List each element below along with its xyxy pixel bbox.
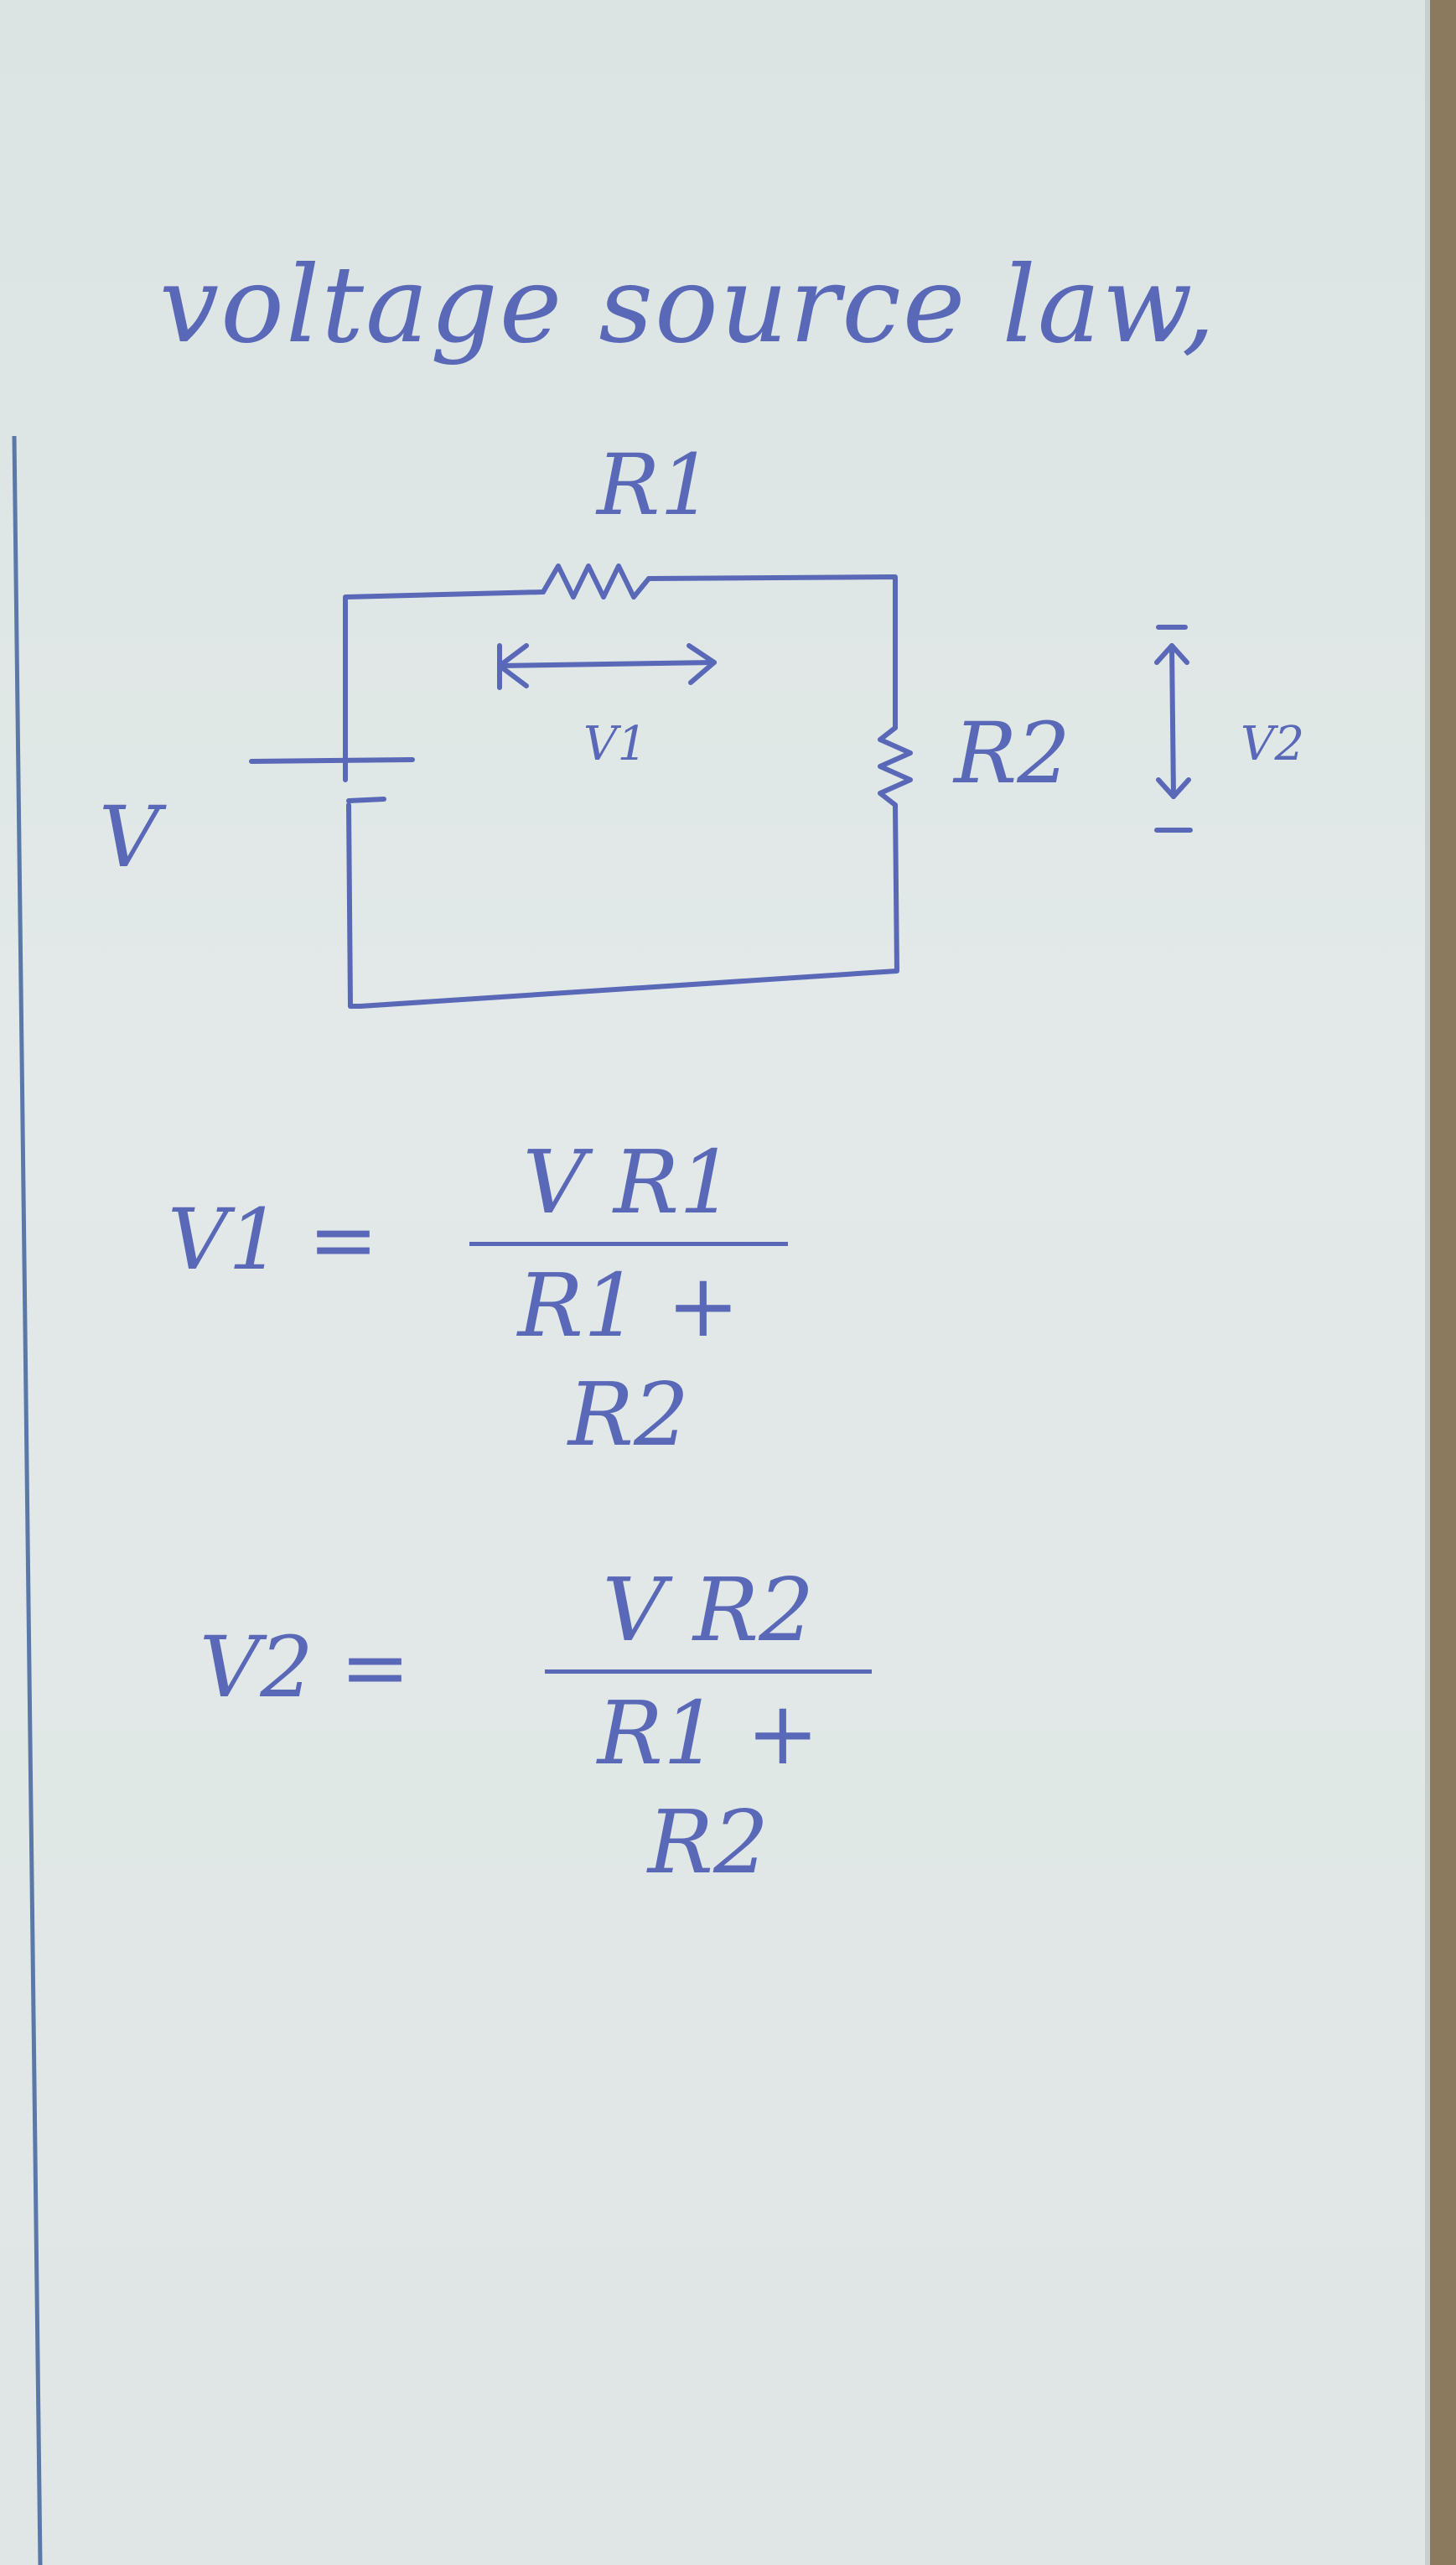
wire-right-bottom — [348, 802, 899, 1009]
r1-label: R1 — [597, 436, 713, 534]
resistor-r1 — [541, 563, 651, 600]
battery-long-plate — [249, 757, 415, 764]
v1-arrow-shaft — [497, 660, 717, 668]
wire-top-right — [646, 574, 898, 730]
equation-2-fraction-bar — [545, 1669, 872, 1674]
equation-1-fraction-bar — [469, 1242, 788, 1246]
equation-2-lhs: V2 = — [199, 1618, 411, 1716]
v1-arrow-right-head — [687, 643, 717, 685]
equation-1-fraction: V R1 R1 + R2 — [469, 1128, 788, 1469]
r2-label: R2 — [954, 704, 1070, 802]
equation-2-denominator: R1 + R2 — [597, 1682, 820, 1893]
battery-short-plate — [346, 797, 386, 803]
source-label: V — [99, 788, 160, 886]
wire-left-lower — [346, 802, 353, 1009]
circuit-diagram — [249, 563, 1193, 1009]
page-title: voltage source law, — [159, 243, 1217, 366]
v1-arrow-left-head — [497, 643, 529, 690]
v2-label: V2 — [1241, 717, 1305, 771]
v1-label: V1 — [583, 717, 648, 771]
v2-arrow-bottom-head — [1154, 777, 1193, 833]
equation-2-fraction: V R2 R1 + R2 — [545, 1555, 872, 1897]
v2-arrow-top-head — [1154, 625, 1189, 665]
v2-arrow-shaft — [1169, 643, 1176, 799]
wire-top-left — [343, 589, 546, 782]
equation-2-numerator: V R2 — [602, 1559, 815, 1661]
equation-1-numerator: V R1 — [522, 1131, 735, 1233]
equation-1-lhs: V1 = — [168, 1191, 379, 1289]
equation-1-denominator: R1 + R2 — [517, 1254, 740, 1466]
resistor-r2 — [878, 725, 913, 807]
